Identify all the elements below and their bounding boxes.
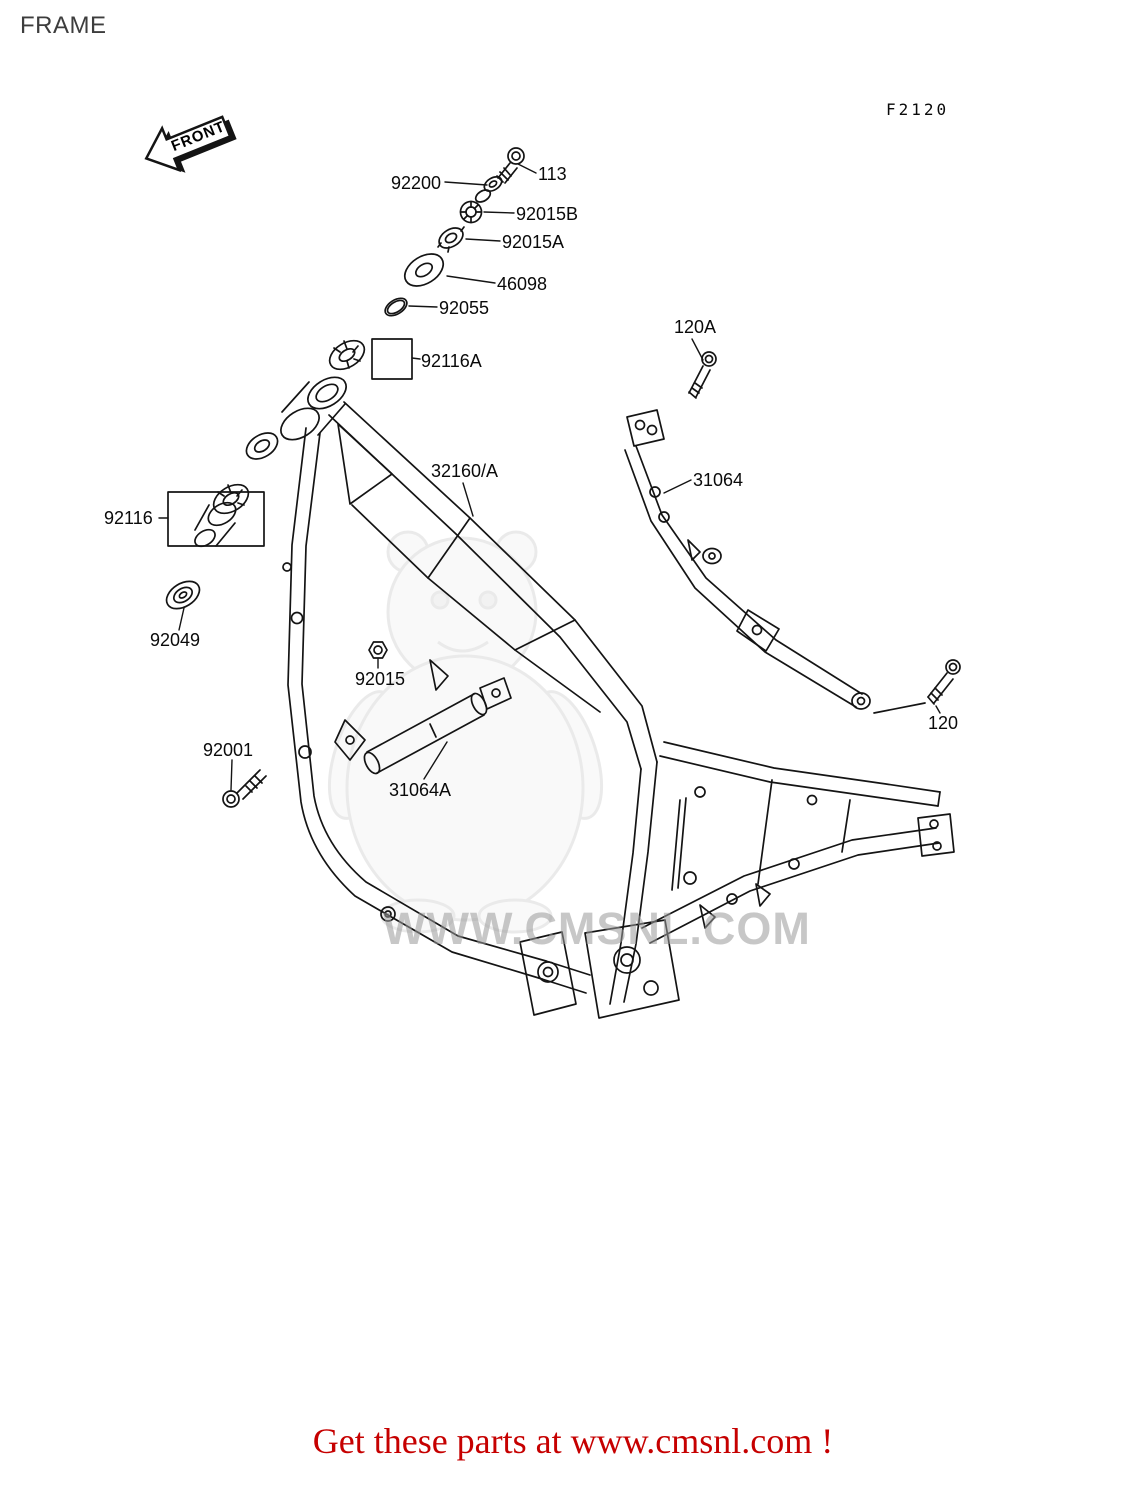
front-arrow — [144, 115, 237, 173]
bolt-120-drawing — [873, 659, 961, 714]
part-label-92015a: 92015A — [502, 232, 565, 252]
head-tube-drawing — [280, 376, 347, 441]
part-label-120: 120 — [928, 713, 959, 733]
part-label-120a: 120A — [674, 317, 717, 337]
nut-drawing — [368, 641, 388, 659]
steering-stem-parts-drawing — [328, 147, 525, 380]
cross-tube-drawing — [363, 677, 512, 775]
part-label-31064a: 31064A — [389, 780, 452, 800]
part-label-92116a: 92116A — [421, 351, 482, 371]
part-label-46098: 46098 — [497, 274, 548, 294]
part-label-92015: 92015 — [355, 669, 406, 689]
part-label-92200: 92200 — [391, 173, 442, 193]
part-label-92001: 92001 — [203, 740, 254, 760]
figure-code: F2120 — [886, 100, 950, 119]
main-frame-drawing — [282, 401, 955, 1019]
watermark-text: WWW.CMSNL.COM — [383, 903, 811, 954]
leader-lines — [158, 163, 941, 791]
part-label-92049: 92049 — [150, 630, 201, 650]
part-label-31064: 31064 — [693, 470, 744, 490]
part-label-92055: 92055 — [439, 298, 490, 318]
part-label-113: 113 — [538, 164, 567, 184]
part-label-92116: 92116 — [104, 508, 153, 528]
watermark-logo — [327, 530, 604, 934]
lower-bearing-parts-drawing — [165, 432, 279, 610]
part-label-32160a: 32160/A — [431, 461, 499, 481]
subframe-rail-drawing — [624, 409, 871, 710]
page-title: FRAME — [20, 12, 107, 39]
bolt-92001-drawing — [222, 769, 267, 808]
footer-cta-text: Get these parts at www.cmsnl.com ! — [312, 1421, 834, 1461]
part-label-92015b: 92015B — [516, 204, 579, 224]
